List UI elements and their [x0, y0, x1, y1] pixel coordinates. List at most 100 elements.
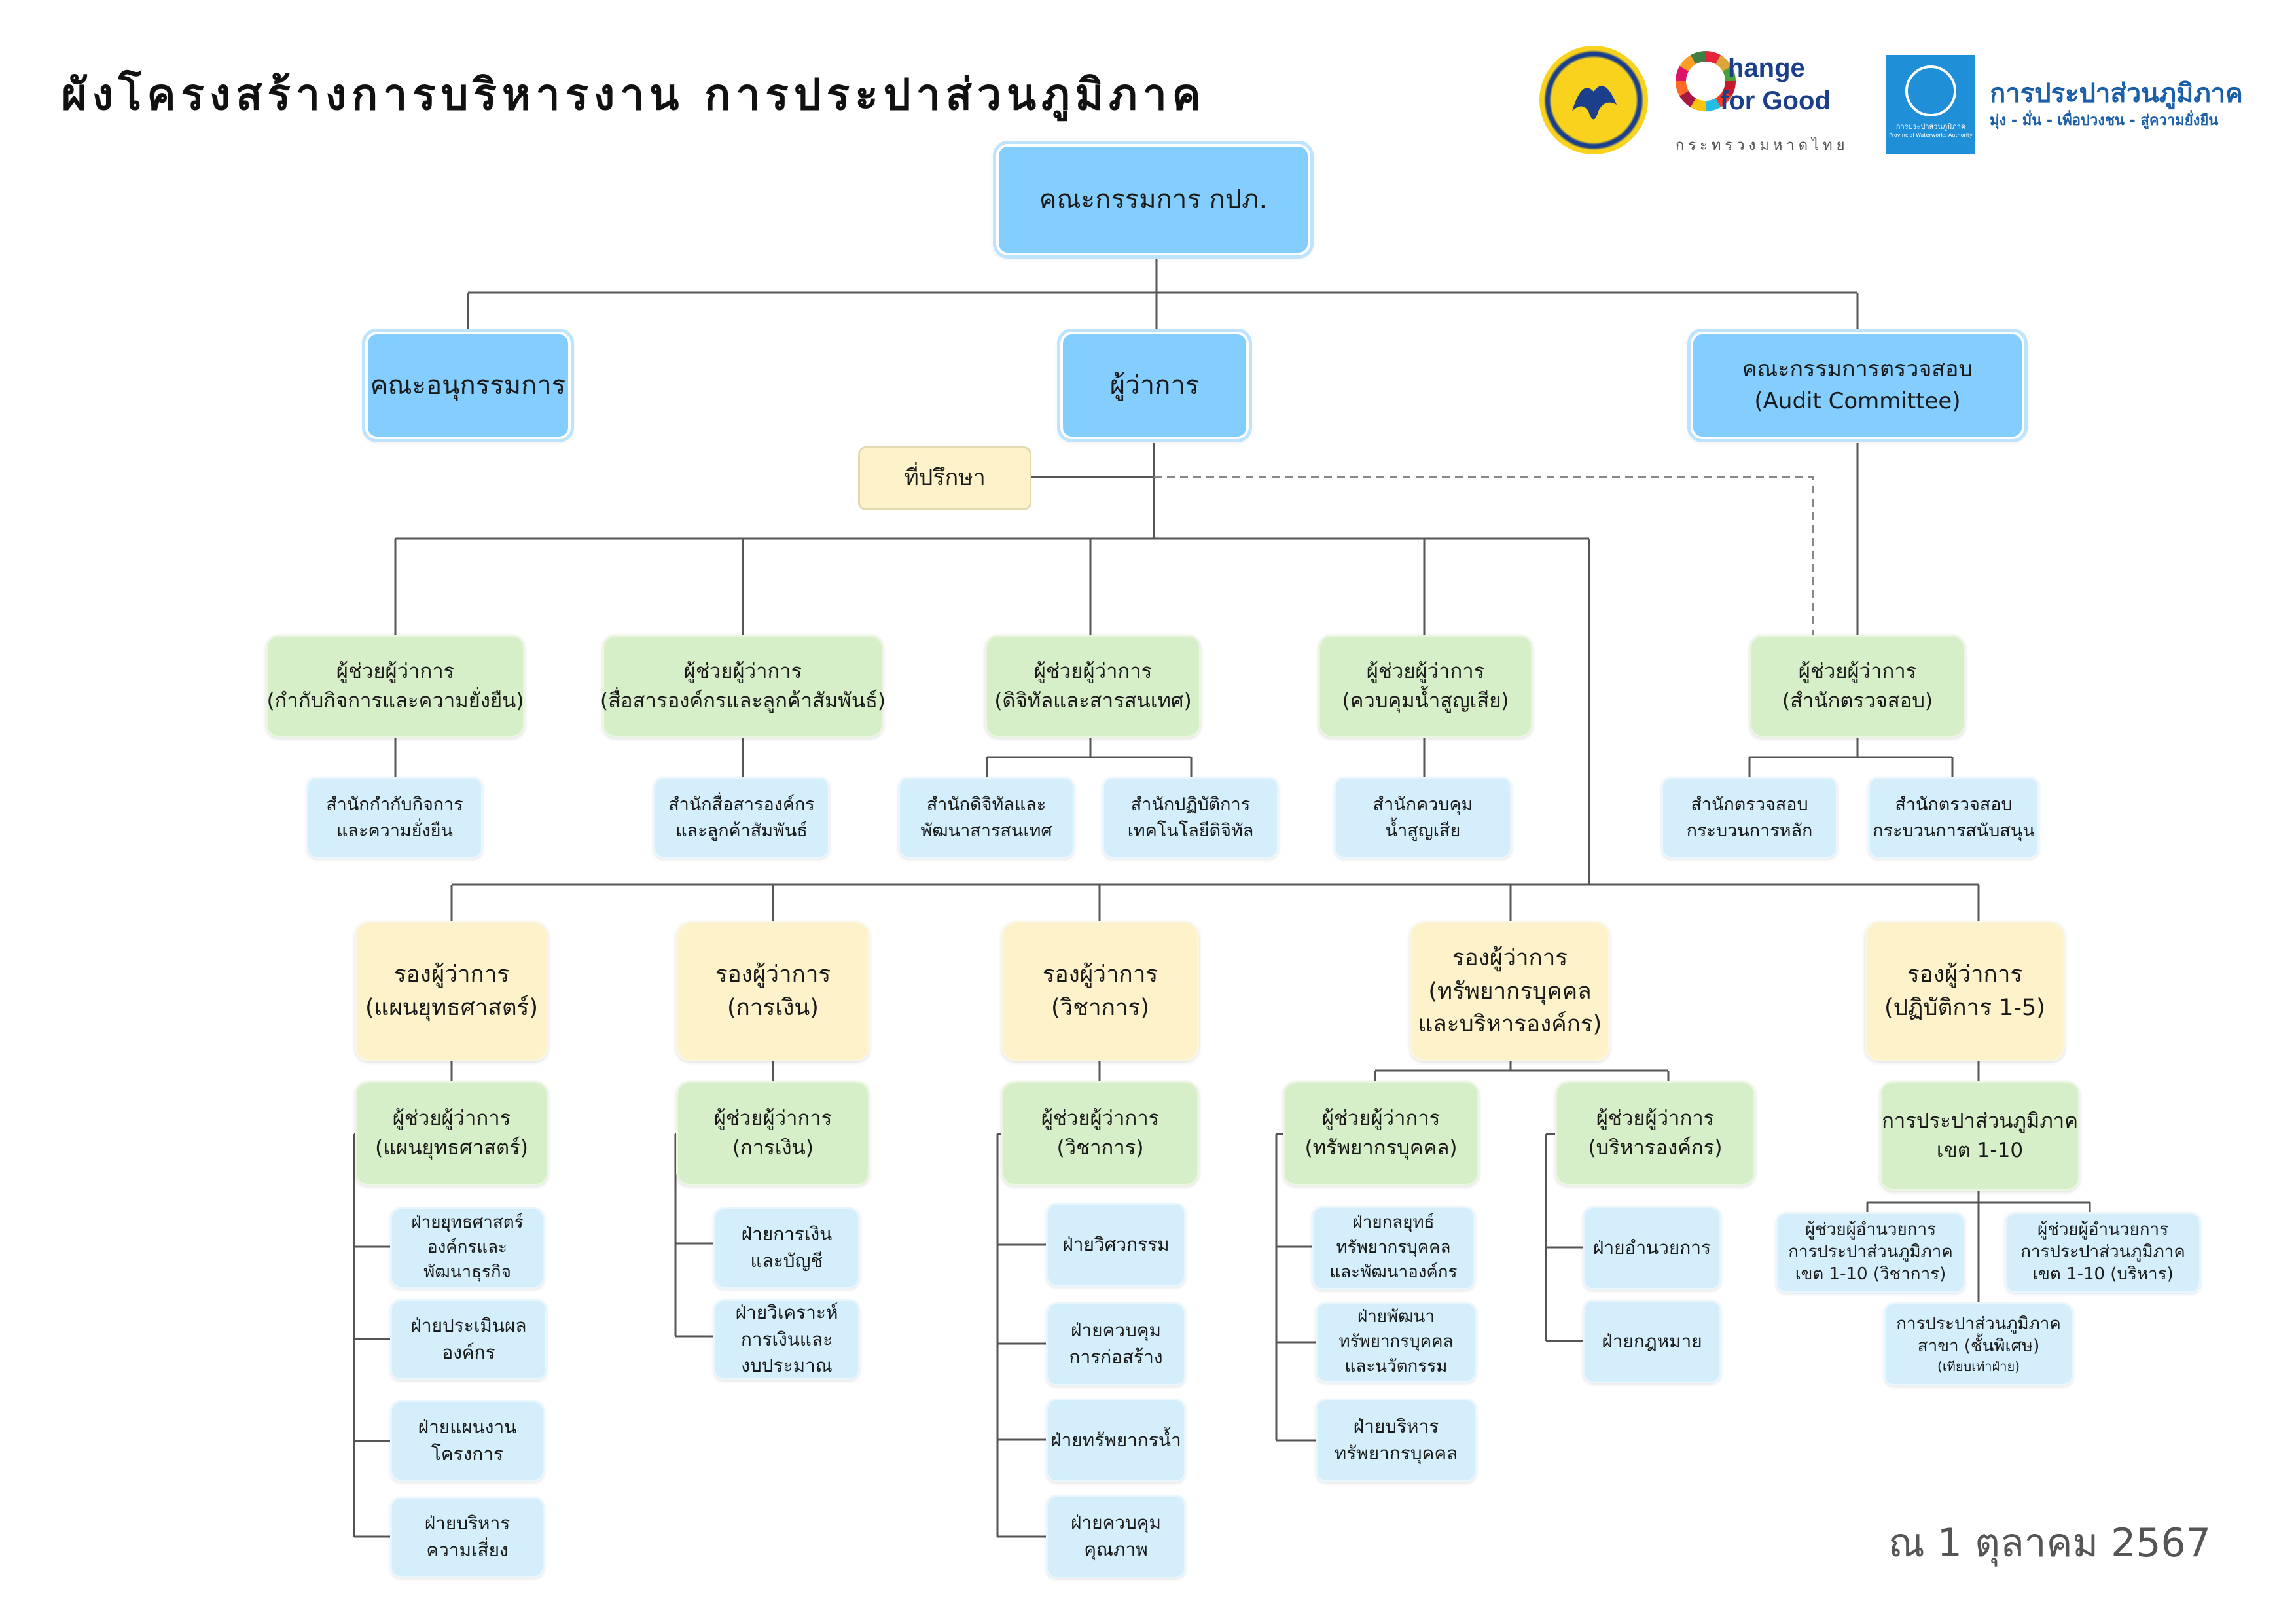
dept-financial-analysis-line2: การเงินและ	[740, 1328, 833, 1350]
office-audit-core-box: สำนักตรวจสอบ กระบวนการหลัก	[1661, 777, 1838, 859]
deputy-hr-org-subtitle-2: และบริหารองค์กร)	[1418, 1011, 1602, 1038]
dept-legal-line1: ฝ่ายกฎหมาย	[1602, 1330, 1702, 1352]
audit-committee-box: คณะกรรมการตรวจสอบ (Audit Committee)	[1687, 329, 2028, 442]
office-audit-support-line2: กระบวนการสนับสนุน	[1873, 820, 2035, 841]
dept-hr-admin-line1: ฝ่ายบริหาร	[1353, 1416, 1439, 1438]
dept-risk-line1: ฝ่ายบริหาร	[424, 1512, 511, 1535]
branch-special-box: การประปาส่วนภูมิภาค สาขา (ชั้นพิเศษ) (เท…	[1884, 1302, 2073, 1386]
deputy-engineering-subtitle: (วิชาการ)	[1050, 995, 1149, 1021]
assistant-communication-subtitle: (สื่อสารองค์กรและลูกค้าสัมพันธ์)	[600, 688, 886, 713]
deputy-strategy-subtitle: (แผนยุทธศาสตร์)	[365, 995, 539, 1021]
pwa-name: การประปาส่วนภูมิภาค	[1990, 79, 2243, 109]
office-water-loss-line1: สำนักควบคุม	[1372, 794, 1473, 815]
region-assistant-admin-box: ผู้ช่วยผู้อำนวยการ การประปาส่วนภูมิภาค เ…	[2005, 1212, 2201, 1293]
dept-construction-control-box: ฝ่ายควบคุม การก่อสร้าง	[1046, 1302, 1186, 1386]
pwa-mark-line1: การประปาส่วนภูมิภาค	[1895, 122, 1966, 131]
deputy-strategy-box: รองผู้ว่าการ (แผนยุทธศาสตร์)	[355, 921, 548, 1061]
dept-hr-development-box: ฝ่ายพัฒนา ทรัพยากรบุคคล และนวัตกรรม	[1316, 1302, 1477, 1383]
dept-finance-accounting-line1: ฝ่ายการเงิน	[741, 1223, 833, 1245]
office-water-loss-box: สำนักควบคุม น้ำสูญเสีย	[1334, 777, 1512, 859]
change-for-good-line1: hange	[1728, 54, 1805, 82]
assistant-water-loss-box: ผู้ช่วยผู้ว่าการ (ควบคุมน้ำสูญเสีย)	[1318, 635, 1533, 738]
dept-quality-control-line1: ฝ่ายควบคุม	[1071, 1512, 1161, 1534]
deputy-assistant-finance-box: ผู้ช่วยผู้ว่าการ (การเงิน)	[676, 1081, 870, 1186]
dept-risk-line2: ความเสี่ยง	[426, 1539, 509, 1561]
dept-hr-strategy-line1: ฝ่ายกลยุทธ์	[1352, 1213, 1435, 1233]
region-assistant-admin-line2: การประปาส่วนภูมิภาค	[2020, 1242, 2185, 1262]
assistant-digital-box: ผู้ช่วยผู้ว่าการ (ดิจิทัลและสารสนเทศ)	[985, 635, 1201, 738]
pwa-mark-line2: Provincial Waterworks Authority	[1889, 132, 1973, 138]
deputy-hr-org-box: รองผู้ว่าการ (ทรัพยากรบุคคล และบริหารองค…	[1410, 921, 1610, 1061]
assistant-governance-subtitle: (กำกับกิจการและความยั่งยืน)	[266, 688, 524, 713]
pwa-slogan: มุ่ง - มั่น - เพื่อปวงชน - สู่ความยั่งยื…	[1990, 113, 2219, 129]
region-assistant-engineering-line2: การประปาส่วนภูมิภาค	[1788, 1242, 1953, 1262]
assistant-digital-title: ผู้ช่วยผู้ว่าการ	[1033, 659, 1153, 683]
deputy-assistant-finance-subtitle: (การเงิน)	[732, 1136, 814, 1160]
deputy-strategy-title: รองผู้ว่าการ	[393, 961, 510, 988]
region-assistant-engineering-line1: ผู้ช่วยผู้อำนวยการ	[1804, 1220, 1937, 1240]
regional-authority-box: การประปาส่วนภูมิภาค เขต 1-10	[1880, 1081, 2080, 1191]
ministry-name: กระทรวงมหาดไทย	[1676, 137, 1849, 154]
deputy-assistant-hr-subtitle: (ทรัพยากรบุคคล)	[1304, 1136, 1458, 1160]
change-for-good-logo: hange for Good กระทรวงมหาดไทย	[1676, 51, 1872, 162]
sdg-ring-icon	[1676, 51, 1736, 111]
office-digital-ops-line2: เทคโนโลยีดิจิทัล	[1127, 820, 1254, 841]
audit-committee-line2: (Audit Committee)	[1754, 388, 1961, 414]
advisor-label: ที่ปรึกษา	[904, 465, 986, 491]
region-assistant-admin-line1: ผู้ช่วยผู้อำนวยการ	[2037, 1220, 2169, 1240]
governor-box: ผู้ว่าการ	[1057, 329, 1252, 442]
assistant-governance-title: ผู้ช่วยผู้ว่าการ	[336, 659, 455, 683]
dept-general-admin-line1: ฝ่ายอำนวยการ	[1592, 1236, 1712, 1258]
office-digital-dev-line2: พัฒนาสารสนเทศ	[920, 820, 1052, 841]
dept-planning-box: ฝ่ายแผนงาน โครงการ	[390, 1400, 545, 1482]
assistant-water-loss-title: ผู้ช่วยผู้ว่าการ	[1366, 659, 1485, 683]
assistant-audit-office-box: ผู้ช่วยผู้ว่าการ (สำนักตรวจสอบ)	[1749, 635, 1965, 738]
deputy-assistant-hr-box: ผู้ช่วยผู้ว่าการ (ทรัพยากรบุคคล)	[1283, 1081, 1479, 1186]
dept-finance-accounting-box: ฝ่ายการเงิน และบัญชี	[713, 1207, 860, 1289]
dept-financial-analysis-line3: งบประมาณ	[741, 1355, 833, 1377]
dept-evaluation-line2: องค์กร	[442, 1342, 495, 1363]
assistant-communication-title: ผู้ช่วยผู้ว่าการ	[683, 659, 802, 683]
dept-general-admin-box: ฝ่ายอำนวยการ	[1583, 1206, 1721, 1290]
governor-label: ผู้ว่าการ	[1109, 370, 1200, 401]
region-assistant-admin-line3: เขต 1-10 (บริหาร)	[2032, 1264, 2174, 1284]
dept-evaluation-box: ฝ่ายประเมินผล องค์กร	[390, 1299, 547, 1380]
office-audit-support-box: สำนักตรวจสอบ กระบวนการสนับสนุน	[1868, 777, 2039, 859]
regional-authority-title: การประปาส่วนภูมิภาค	[1882, 1109, 2078, 1133]
office-audit-core-line1: สำนักตรวจสอบ	[1691, 794, 1808, 815]
dept-hr-development-line2: ทรัพยากรบุคคล	[1338, 1332, 1454, 1352]
office-digital-dev-box: สำนักดิจิทัลและ พัฒนาสารสนเทศ	[898, 777, 1075, 859]
deputy-finance-subtitle: (การเงิน)	[727, 995, 819, 1021]
office-audit-support-line1: สำนักตรวจสอบ	[1895, 794, 2013, 815]
assistant-audit-office-subtitle: (สำนักตรวจสอบ)	[1782, 688, 1933, 713]
deputy-engineering-title: รองผู้ว่าการ	[1042, 961, 1158, 988]
dept-financial-analysis-box: ฝ่ายวิเคราะห์ การเงินและ งบประมาณ	[713, 1299, 860, 1380]
deputy-assistant-engineering-box: ผู้ช่วยผู้ว่าการ (วิชาการ)	[1001, 1081, 1199, 1186]
deputy-assistant-engineering-title: ผู้ช่วยผู้ว่าการ	[1041, 1107, 1160, 1131]
deputy-assistant-org-admin-subtitle: (บริหารองค์กร)	[1588, 1136, 1723, 1160]
office-governance-box: สำนักกำกับกิจการ และความยั่งยืน	[306, 777, 483, 859]
assistant-water-loss-subtitle: (ควบคุมน้ำสูญเสีย)	[1342, 688, 1509, 713]
dept-hr-strategy-line3: และพัฒนาองค์กร	[1329, 1262, 1458, 1282]
deputy-finance-title: รองผู้ว่าการ	[715, 961, 831, 988]
pwa-logo-mark: การประปาส่วนภูมิภาค Provincial Waterwork…	[1886, 55, 1975, 154]
board-label: คณะกรรมการ กปภ.	[1039, 185, 1268, 215]
office-audit-core-line2: กระบวนการหลัก	[1686, 820, 1813, 841]
dept-quality-control-box: ฝ่ายควบคุม คุณภาพ	[1046, 1495, 1186, 1578]
deputy-assistant-strategy-subtitle: (แผนยุทธศาสตร์)	[375, 1136, 528, 1160]
office-digital-ops-line1: สำนักปฏิบัติการ	[1130, 794, 1251, 815]
pwa-emblem-icon	[1905, 65, 1956, 116]
dept-hr-admin-line2: ทรัพยากรบุคคล	[1334, 1442, 1458, 1464]
change-for-good-line2: for Good	[1720, 86, 1831, 115]
office-governance-line2: และความยั่งยืน	[336, 820, 453, 841]
office-governance-line1: สำนักกำกับกิจการ	[326, 794, 463, 815]
branch-special-line2: สาขา (ชั้นพิเศษ)	[1917, 1336, 2040, 1356]
dept-finance-accounting-line2: และบัญชี	[750, 1250, 823, 1272]
ministry-seal-logo	[1539, 46, 1648, 154]
dept-construction-control-line2: การก่อสร้าง	[1069, 1346, 1163, 1368]
deputy-assistant-engineering-subtitle: (วิชาการ)	[1056, 1136, 1144, 1160]
deputy-assistant-org-admin-title: ผู้ช่วยผู้ว่าการ	[1596, 1107, 1715, 1131]
deputy-assistant-finance-title: ผู้ช่วยผู้ว่าการ	[713, 1107, 833, 1131]
assistant-communication-box: ผู้ช่วยผู้ว่าการ (สื่อสารองค์กรและลูกค้า…	[600, 635, 886, 738]
dept-water-resources-box: ฝ่ายทรัพยากรน้ำ	[1046, 1399, 1186, 1482]
